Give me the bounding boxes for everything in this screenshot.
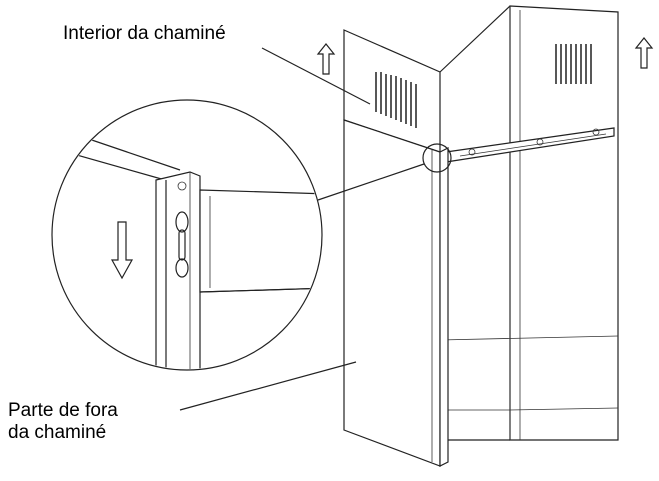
down-arrow-icon [110, 221, 134, 280]
outer-left-panel [343, 119, 441, 467]
detail-leader-line [317, 163, 425, 201]
vent-grille-right [555, 44, 592, 84]
exterior-leader-line [179, 361, 357, 411]
inner-chimney [343, 5, 619, 441]
outer-chimney [343, 119, 510, 467]
magnified-detail-circle [51, 99, 323, 371]
exterior-label: Parte de fora da chaminé [8, 400, 118, 444]
exterior-label-line1: Parte de fora [8, 400, 118, 421]
keyhole-slot-icon [175, 181, 189, 278]
detail-marker-circle [422, 143, 452, 173]
interior-leader-line [261, 47, 371, 105]
outer-front-edge [439, 147, 449, 467]
up-arrow-icon-left [316, 43, 336, 75]
inner-back-panel [509, 5, 619, 441]
up-arrow-icon-right [634, 37, 654, 69]
inner-top-edge [439, 5, 511, 73]
exterior-label-line2: da chaminé [8, 422, 107, 443]
detail-callout [51, 99, 452, 371]
vent-grille-left [375, 72, 417, 128]
interior-label: Interior da chaminé [63, 23, 226, 44]
